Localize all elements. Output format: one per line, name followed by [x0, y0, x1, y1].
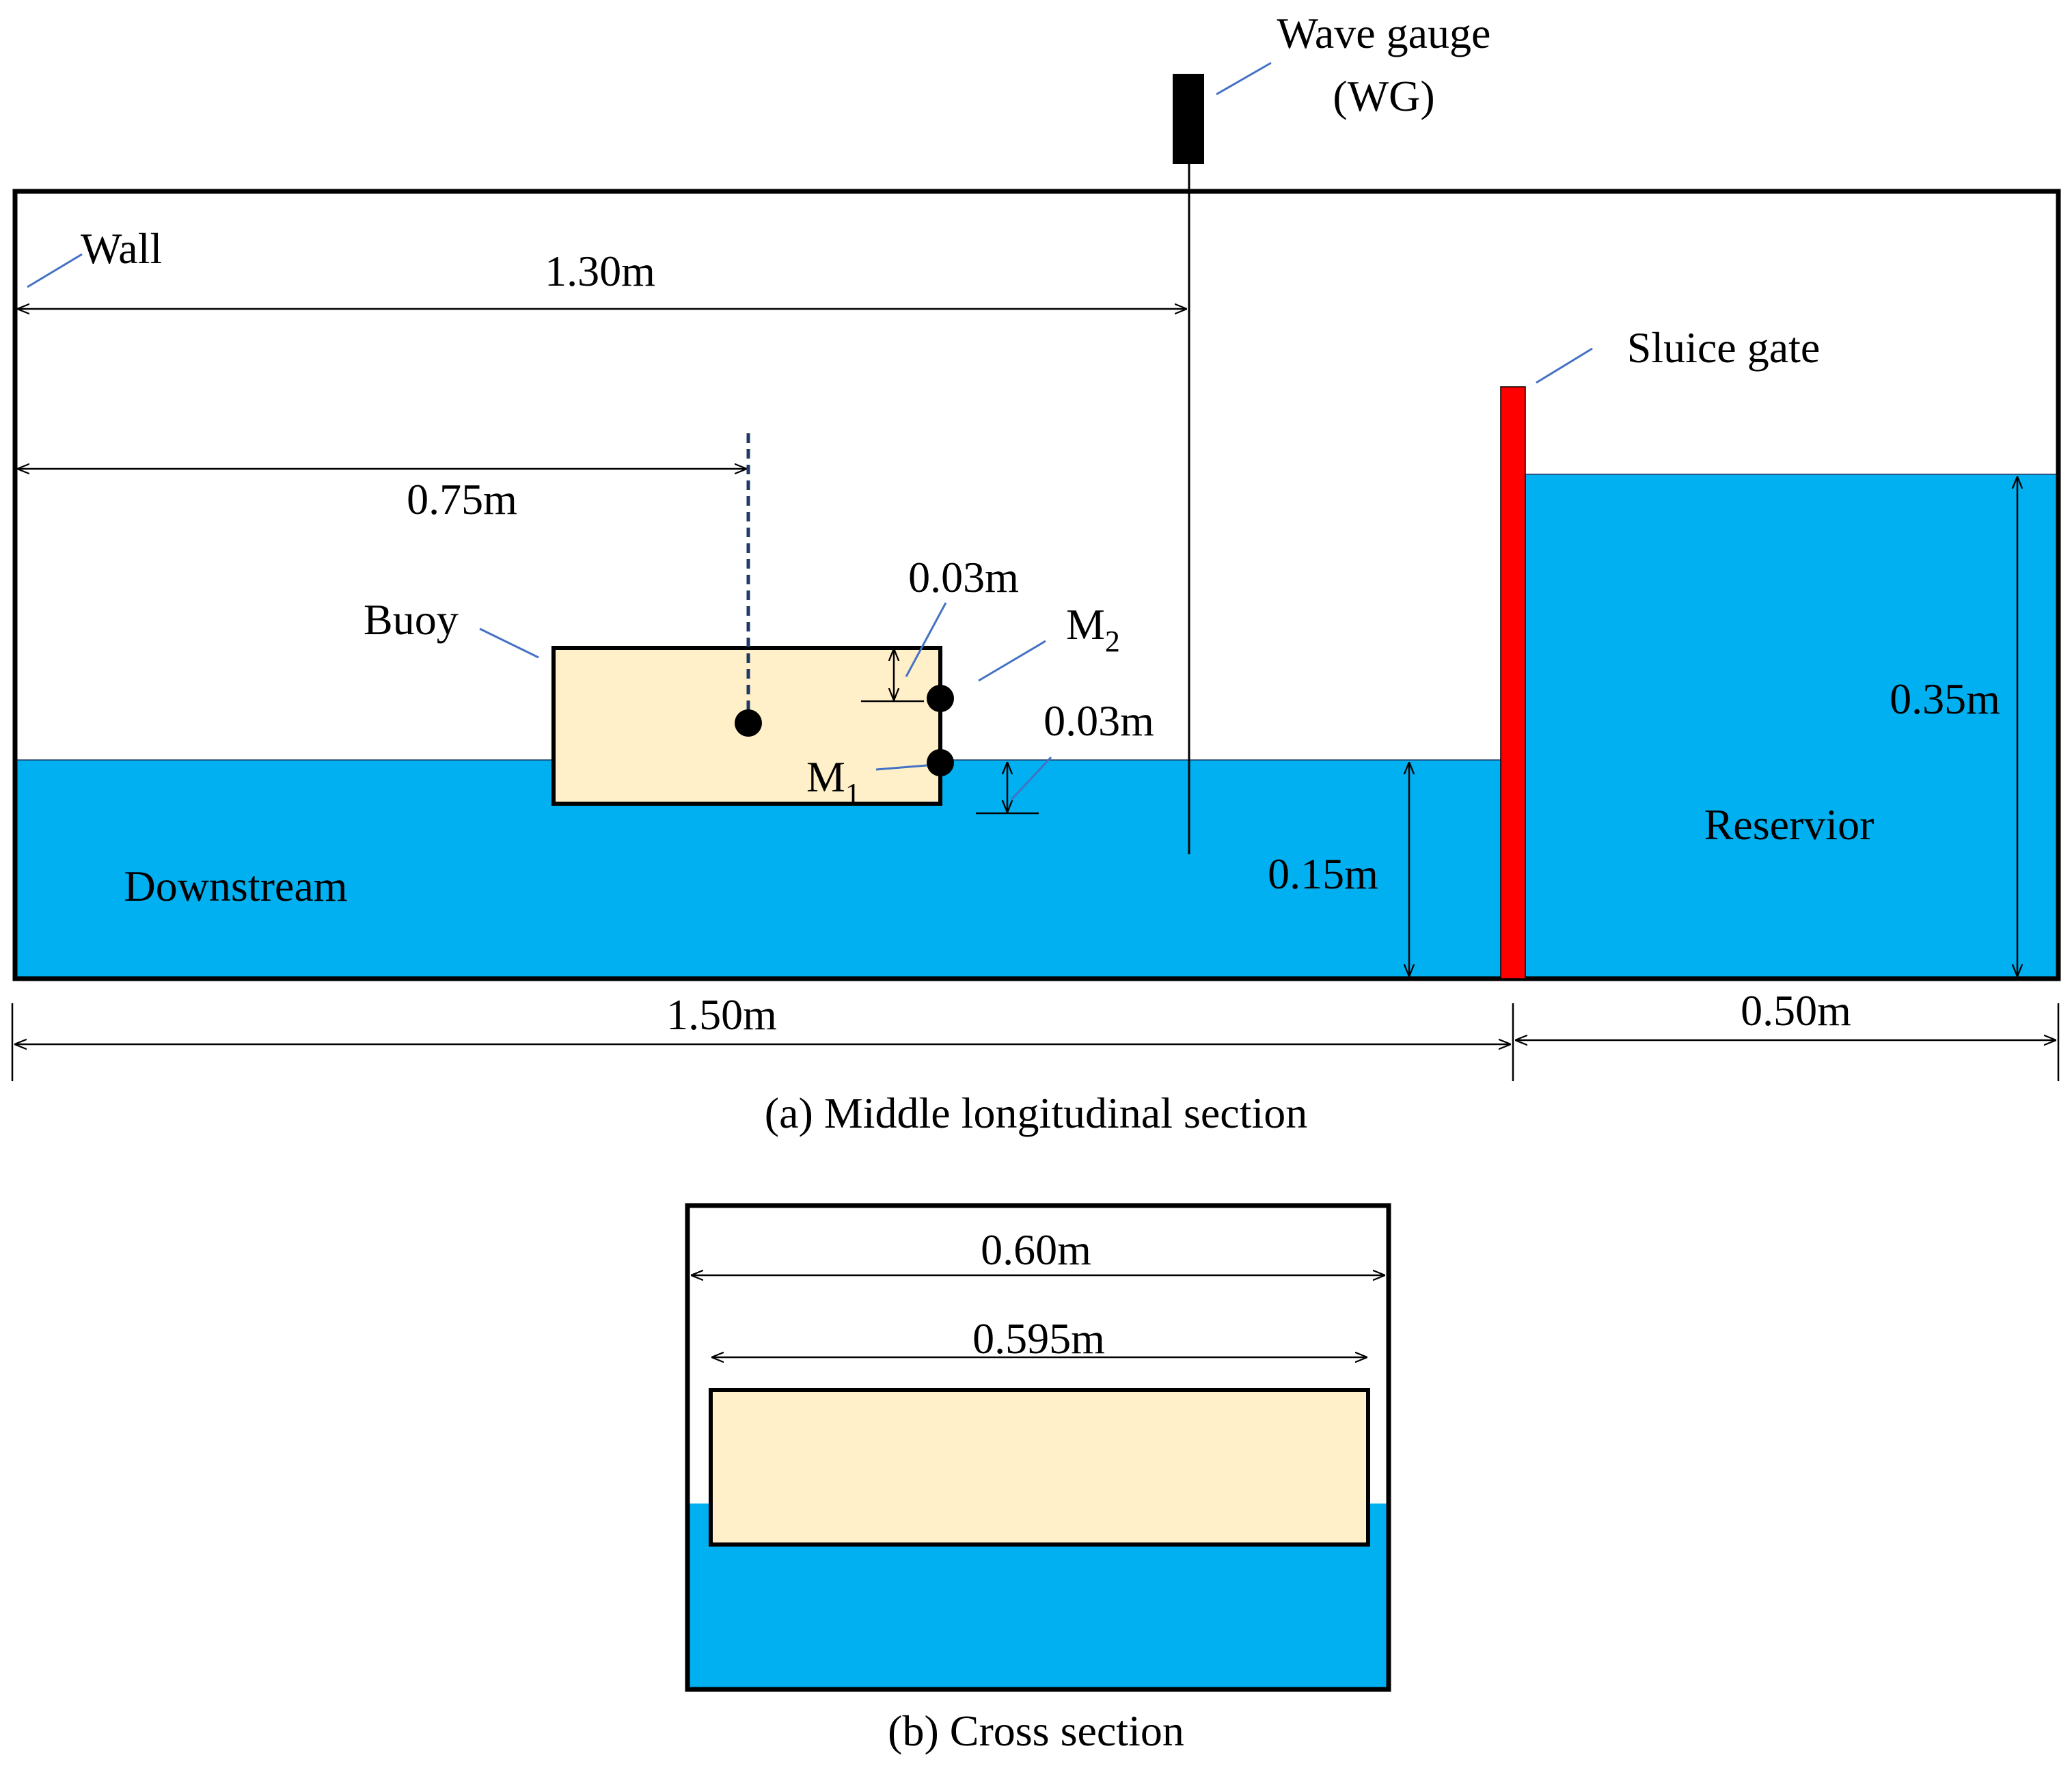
cross-section: 0.60m 0.595m (b) Cross section — [685, 1203, 1391, 1755]
reservoir-depth-label: 0.35m — [1890, 675, 2000, 723]
downstream-length-label: 1.50m — [666, 990, 777, 1039]
probe-m1-offset-label: 0.03m — [1044, 696, 1154, 745]
buoy-center-of-mass — [735, 709, 762, 737]
longitudinal-section: Wave gauge (WG) Wall 1.30m 0.75m Buoy M2… — [11, 9, 2061, 1137]
probe-m2-label: M2 — [1066, 600, 1120, 658]
wave-gauge-leader — [1216, 62, 1272, 96]
reservoir-water — [1524, 474, 2057, 979]
tank-wall — [12, 189, 2061, 981]
downstream-depth-label: 0.15m — [1268, 849, 1378, 898]
wall-leader — [27, 253, 83, 288]
probe-m1-leader — [875, 764, 927, 771]
cross-section-tank — [685, 1203, 1391, 1692]
wave-gauge-label: Wave gauge — [1277, 9, 1491, 57]
buoy-label: Buoy — [364, 595, 459, 644]
sluice-gate — [1500, 386, 1526, 979]
reservoir-length-label: 0.50m — [1741, 986, 1851, 1035]
sluice-gate-leader — [1536, 347, 1593, 384]
probe-m2 — [927, 685, 954, 712]
wg-distance-label: 1.30m — [545, 247, 655, 295]
reservoir-label: Reservior — [1704, 800, 1875, 849]
probe-m1 — [927, 749, 954, 776]
probe-m2-offset-label: 0.03m — [908, 553, 1019, 601]
buoy-distance-label: 0.75m — [407, 475, 517, 523]
probe-m2-offset-leader — [905, 602, 947, 677]
cross-section-buoy — [709, 1388, 1370, 1547]
probe-m2-leader — [978, 640, 1046, 682]
tank-width-label: 0.60m — [981, 1225, 1091, 1274]
wall-label: Wall — [81, 224, 162, 273]
buoy-width-label: 0.595m — [972, 1314, 1105, 1363]
buoy-leader — [479, 627, 539, 659]
wave-gauge-sensor — [1173, 74, 1204, 164]
caption-b: (b) Cross section — [888, 1706, 1184, 1755]
caption-a: (a) Middle longitudinal section — [765, 1089, 1308, 1137]
probe-m1-label: M1 — [806, 752, 860, 811]
wave-gauge-abbrev: (WG) — [1333, 72, 1434, 120]
sluice-gate-label: Sluice gate — [1627, 323, 1821, 372]
downstream-label: Downstream — [124, 862, 347, 910]
probe-m1-offset-leader — [1010, 756, 1052, 801]
